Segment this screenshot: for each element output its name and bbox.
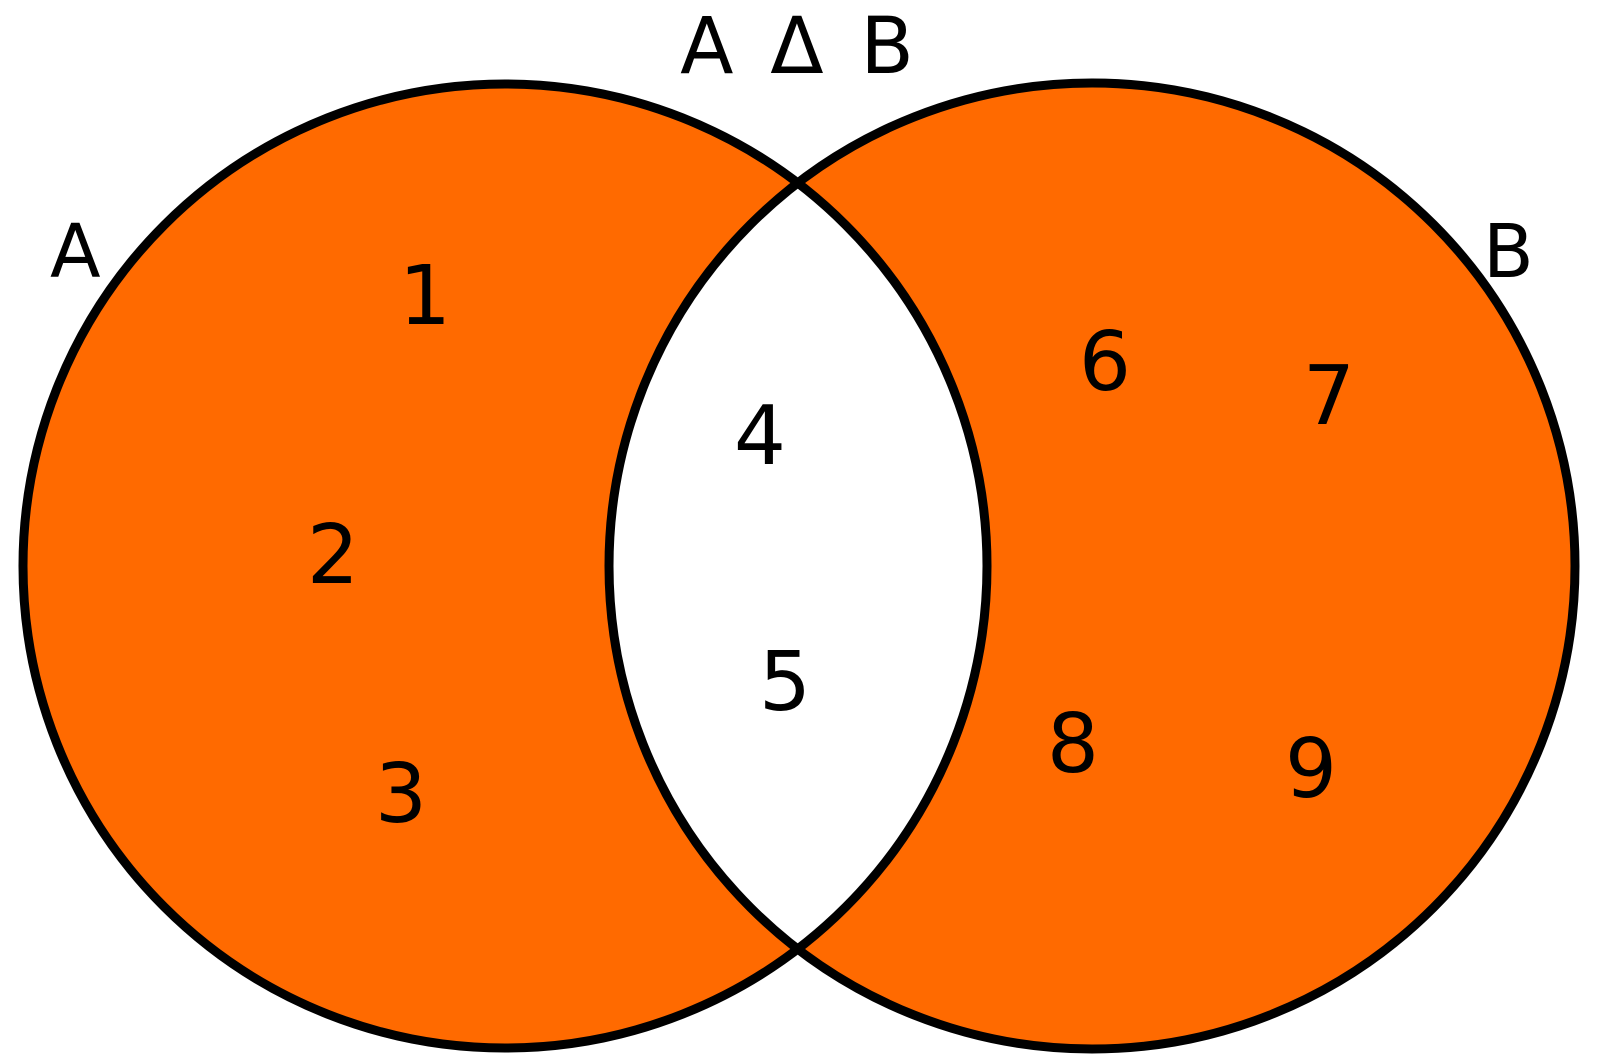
element-label-9: 9 xyxy=(1284,722,1338,817)
circle-b-outline xyxy=(604,78,1580,1054)
set-label-b: B xyxy=(1483,209,1534,295)
element-label-2: 2 xyxy=(306,508,360,603)
element-label-8: 8 xyxy=(1046,697,1100,792)
diagram-title: A Δ B xyxy=(680,2,920,92)
element-label-1: 1 xyxy=(398,249,452,344)
circle-a-outline xyxy=(18,79,992,1053)
element-label-6: 6 xyxy=(1078,315,1132,410)
element-label-4: 4 xyxy=(733,389,787,484)
element-label-3: 3 xyxy=(374,747,428,842)
set-label-a: A xyxy=(50,209,101,295)
element-label-5: 5 xyxy=(758,635,812,730)
element-label-7: 7 xyxy=(1302,349,1356,444)
